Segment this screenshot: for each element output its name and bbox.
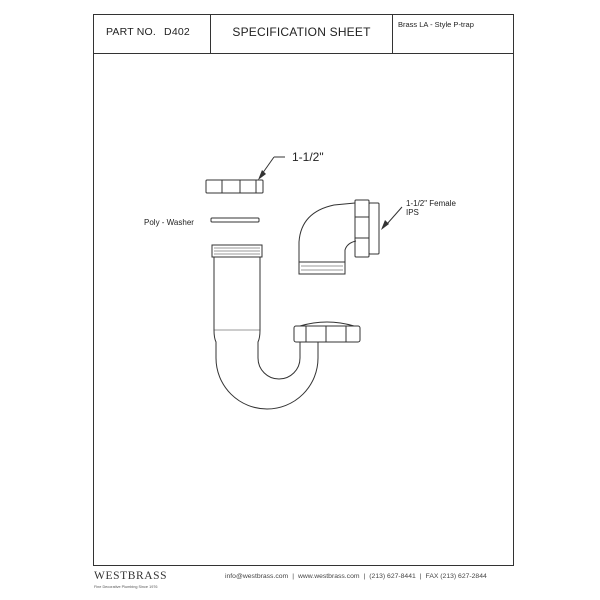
female-ips-label-line1: 1-1/2" Female [406, 199, 456, 208]
phone-number: (213) 627-8441 [369, 573, 416, 580]
separator: | [292, 573, 294, 580]
trap-threads [211, 244, 263, 258]
brand-tagline: Fine Decorative Plumbing Since 1976 [94, 585, 158, 589]
female-ips-label-line2: IPS [406, 208, 419, 217]
poly-washer-label: Poly - Washer [144, 218, 194, 227]
email-link[interactable]: info@westbrass.com [225, 573, 289, 580]
part-number-label: PART NO. [106, 26, 157, 38]
fax-number: FAX (213) 627-2844 [425, 573, 487, 580]
title-cell: SPECIFICATION SHEET [211, 15, 393, 53]
product-description: Brass LA - Style P-trap [398, 20, 474, 29]
trap-arm-elbow [298, 199, 380, 275]
description-cell: Brass LA - Style P-trap [393, 15, 513, 53]
website-link[interactable]: www.westbrass.com [297, 573, 360, 580]
contact-info: info@westbrass.com|www.westbrass.com|(21… [225, 573, 487, 580]
nut-size-label: 1-1/2" [292, 150, 324, 164]
separator: | [363, 573, 366, 580]
part-number-cell: PART NO. D402 [94, 15, 211, 53]
separator: | [419, 573, 422, 580]
outlet-slip-nut [293, 321, 361, 343]
slip-nut [205, 179, 264, 194]
sheet-header: PART NO. D402 SPECIFICATION SHEET Brass L… [94, 15, 513, 54]
specification-sheet: PART NO. D402 SPECIFICATION SHEET Brass L… [93, 14, 514, 566]
j-bend [213, 257, 319, 410]
brand-logo: WESTBRASS [94, 570, 168, 582]
part-number-value: D402 [164, 26, 190, 38]
sheet-footer: WESTBRASS Fine Decorative Plumbing Since… [0, 566, 600, 600]
nut-leader-arrow [258, 156, 285, 180]
poly-washer [210, 217, 260, 223]
sheet-title: SPECIFICATION SHEET [232, 25, 371, 39]
female-ips-leader-arrow [381, 206, 403, 230]
